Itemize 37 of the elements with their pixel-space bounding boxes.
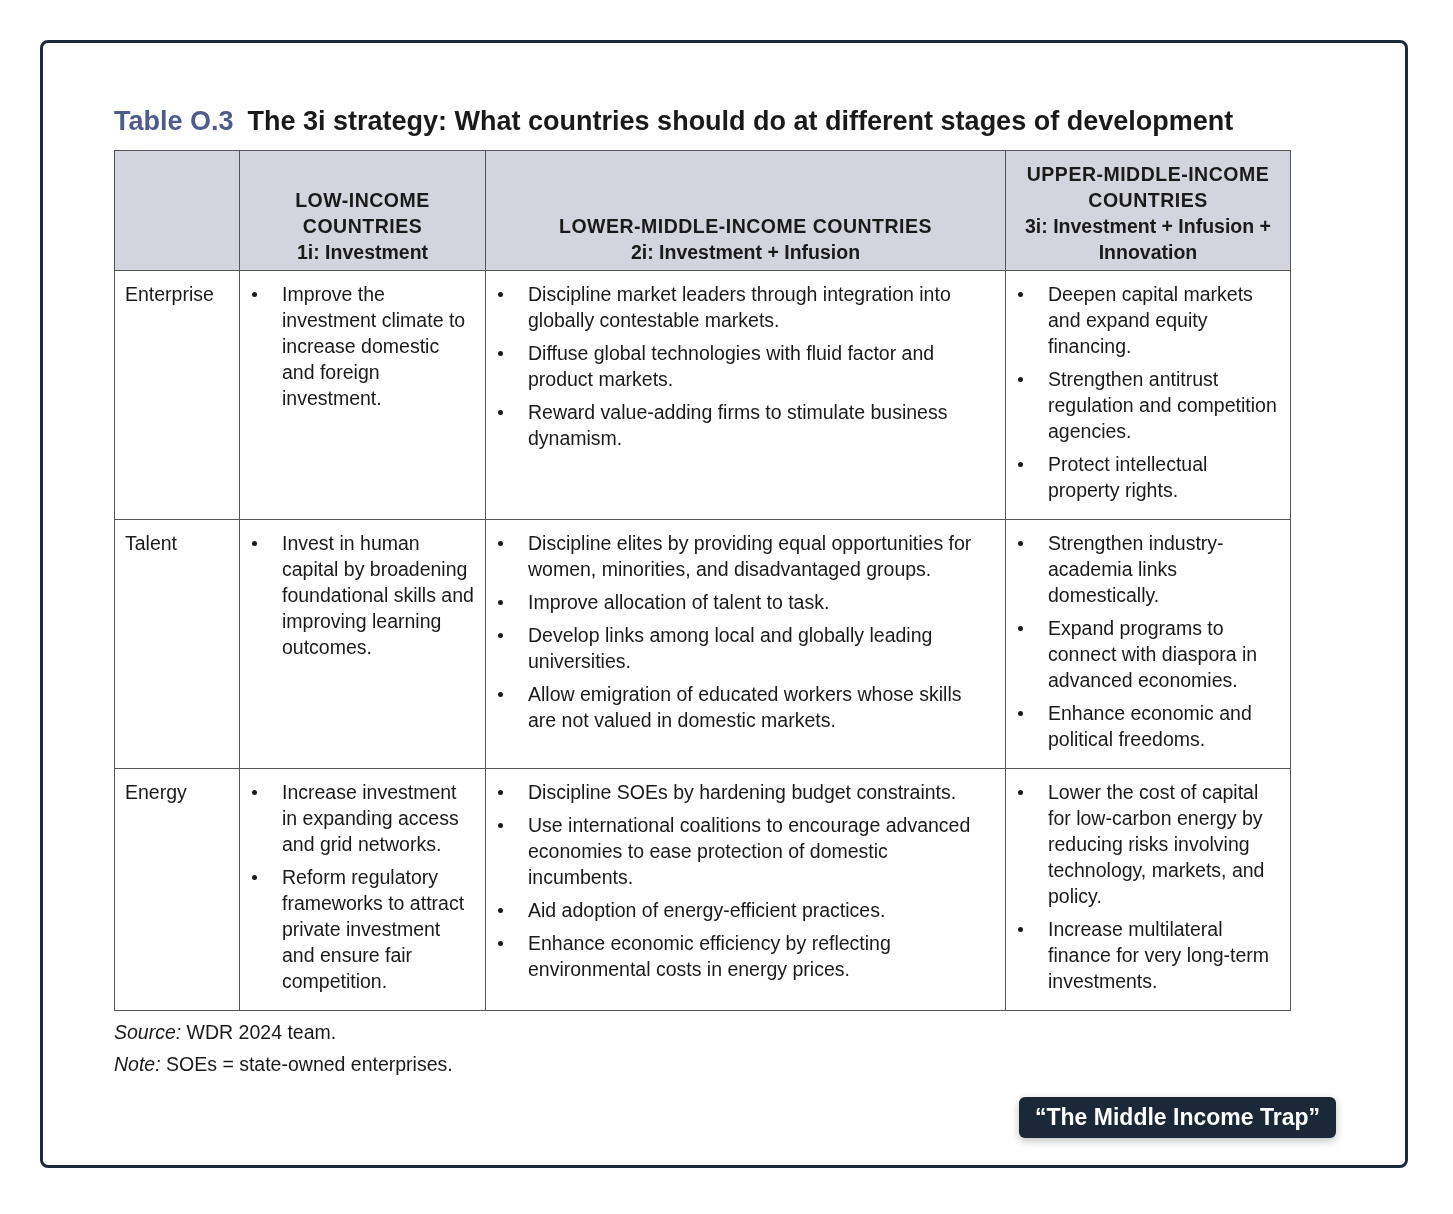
table-number: Table O.3 bbox=[114, 106, 234, 136]
title-badge: “The Middle Income Trap” bbox=[1019, 1097, 1336, 1138]
table-title: The 3i strategy: What countries should do at different stages of development bbox=[247, 106, 1234, 136]
footnote: Note: SOEs = state-owned enterprises. bbox=[114, 1053, 453, 1076]
bullet-text: Discipline elites by providing equal opportunities for women, minorities, and disadvantaged groups. bbox=[528, 531, 972, 580]
bullet-text: Invest in human capital by broadening foundational skills and improving learning outcomes. bbox=[282, 531, 474, 658]
bullet-text: Develop links among local and globally leading universities. bbox=[528, 623, 933, 672]
bullet-text: Enhance economic efficiency by reflecting environmental costs in energy prices. bbox=[528, 932, 891, 981]
row-heading: Enterprise bbox=[125, 282, 214, 305]
bullet-text: Allow emigration of educated workers whose skills are not valued in domestic markets. bbox=[528, 683, 962, 732]
bullet-text: Strengthen antitrust regulation and competition agencies. bbox=[1048, 367, 1277, 443]
column-heading: LOWER-MIDDLE-INCOME COUNTRIES bbox=[557, 214, 934, 240]
bullet-text: Reform regulatory frameworks to attract private investment and ensure fair competition. bbox=[282, 865, 465, 993]
bullet-text: Deepen capital markets and expand equity financing. bbox=[1048, 282, 1253, 357]
bullet-text: Increase multilateral finance for very long-term investments. bbox=[1048, 918, 1270, 993]
bullet-text: Expand programs to connect with diaspora in advanced economies. bbox=[1048, 616, 1258, 692]
column-subheading: 2i: Investment + Infusion bbox=[629, 240, 862, 266]
bullet-text: Improve allocation of talent to task. bbox=[528, 590, 830, 613]
bullet-text: Increase investment in expanding access and grid networks. bbox=[282, 780, 459, 855]
bullet-text: Discipline SOEs by hardening budget constraints. bbox=[528, 780, 957, 803]
footnote: Source: WDR 2024 team. bbox=[114, 1021, 337, 1044]
bullet-text: Enhance economic and political freedoms. bbox=[1048, 702, 1252, 751]
bullet-text: Reward value-adding firms to stimulate business dynamism. bbox=[528, 401, 948, 450]
bullet-text: Discipline market leaders through integration into globally contestable markets. bbox=[528, 282, 951, 331]
bullet-text: Lower the cost of capital for low-carbon energy by reducing risks involving technology, markets, and policy. bbox=[1048, 780, 1265, 907]
row-heading: Energy bbox=[125, 780, 187, 803]
bullet-text: Aid adoption of energy-efficient practices. bbox=[528, 899, 886, 921]
row-heading: Talent bbox=[125, 531, 178, 554]
bullet-text: Use international coalitions to encourage advanced economies to ease protection of domestic incumbents. bbox=[528, 813, 971, 888]
column-subheading: 3i: Investment + Infusion + Innovation bbox=[1024, 214, 1272, 266]
bullet-text: Diffuse global technologies with fluid factor and product markets. bbox=[528, 341, 935, 390]
bullet-text: Protect intellectual property rights. bbox=[1048, 453, 1208, 502]
column-heading: LOW-INCOME COUNTRIES bbox=[294, 188, 431, 240]
column-heading: UPPER-MIDDLE-INCOME COUNTRIES bbox=[1025, 162, 1271, 214]
bullet-text: Strengthen industry-academia links domestically. bbox=[1048, 531, 1224, 606]
bullet-text: Improve the investment climate to increase domestic and foreign investment. bbox=[282, 282, 466, 409]
column-subheading: 1i: Investment bbox=[295, 240, 430, 266]
